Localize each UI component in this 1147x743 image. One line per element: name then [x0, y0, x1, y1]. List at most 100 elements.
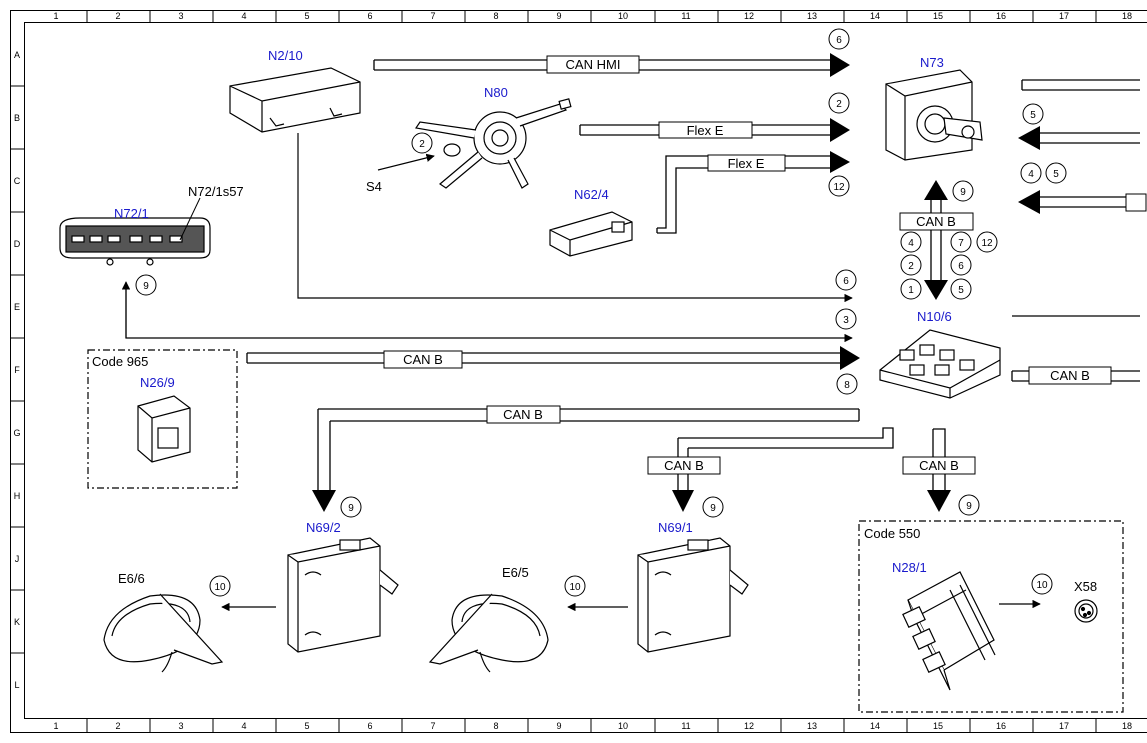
e6-6-label: E6/6: [118, 571, 145, 586]
signal-number: 5: [1053, 169, 1059, 180]
bus-label-can-b: CAN B: [664, 458, 704, 473]
col-label: 8: [493, 721, 498, 731]
grid-row-labels: A B C D E F G H J K L: [13, 50, 20, 690]
col-label: 11: [681, 11, 690, 21]
bus-label-flex-e: Flex E: [687, 123, 724, 138]
col-label: 12: [744, 11, 754, 21]
grid-ticks: [10, 10, 1097, 732]
bus-label-can-b: CAN B: [1050, 368, 1090, 383]
n2-10-module-icon: [229, 67, 361, 133]
signal-number: 9: [966, 501, 972, 512]
col-label: 12: [744, 721, 754, 731]
signal-lines: [121, 133, 1140, 612]
col-label: 11: [681, 721, 690, 731]
signal-number: 9: [348, 503, 354, 514]
n2-10-label: N2/10: [268, 48, 303, 63]
col-label: 16: [996, 11, 1006, 21]
n10-6-sam-module-icon: [879, 329, 1001, 399]
n73-label: N73: [920, 55, 944, 70]
n69-1-label: N69/1: [658, 520, 693, 535]
signal-number: 9: [960, 187, 966, 198]
col-label: 4: [241, 721, 246, 731]
row-label: G: [13, 428, 20, 438]
bus-label-can-b: CAN B: [503, 407, 543, 422]
grid-column-labels-top: 1 2 3 4 5 6 7 8 9 10 11 12 13 14 15 16 1…: [53, 11, 1132, 21]
s4-label: S4: [366, 179, 382, 194]
border-frame: [10, 10, 1147, 733]
col-label: 13: [807, 11, 817, 21]
bus-label-can-hmi: CAN HMI: [566, 57, 621, 72]
bus-label-can-b: CAN B: [916, 214, 956, 229]
col-label: 3: [178, 11, 183, 21]
signal-number: 5: [1030, 110, 1036, 121]
col-label: 3: [178, 721, 183, 731]
row-label: C: [14, 176, 21, 186]
n26-9-module-icon: [137, 395, 191, 463]
signal-circles: [135, 28, 1067, 597]
bus-arrowheads: [312, 53, 1040, 512]
n69-2-label: N69/2: [306, 520, 341, 535]
row-label: F: [14, 365, 20, 375]
n69-2-door-module-icon: [287, 537, 399, 653]
n80-label: N80: [484, 85, 508, 100]
bus-label-can-b: CAN B: [919, 458, 959, 473]
col-label: 5: [304, 721, 309, 731]
signal-number: 6: [836, 35, 842, 46]
n26-9-label: N26/9: [140, 375, 175, 390]
row-label: E: [14, 302, 20, 312]
x58-socket-icon: [1074, 599, 1098, 623]
col-label: 7: [430, 11, 435, 21]
signal-number: 1: [908, 285, 914, 296]
col-label: 16: [996, 721, 1006, 731]
col-label: 10: [618, 11, 628, 21]
n73-ignition-switch-icon: [885, 69, 983, 161]
signal-number: 10: [569, 582, 581, 593]
signal-number: 5: [958, 285, 964, 296]
code-965-label: Code 965: [92, 354, 148, 369]
code-550-label: Code 550: [864, 526, 920, 541]
signal-number: 10: [1036, 580, 1048, 591]
signal-number: 4: [908, 238, 914, 249]
col-label: 13: [807, 721, 817, 731]
col-label: 9: [556, 721, 561, 731]
col-label: 2: [115, 721, 120, 731]
n62-4-module-icon: [549, 211, 633, 257]
signal-number: 9: [143, 281, 149, 292]
signal-number: 6: [843, 276, 849, 287]
signal-number: 2: [419, 139, 425, 150]
signal-number: 10: [214, 582, 226, 593]
signal-number: 7: [958, 238, 964, 249]
n72-1-label: N72/1: [114, 206, 149, 221]
col-label: 2: [115, 11, 120, 21]
signal-number: 2: [836, 99, 842, 110]
n69-1-door-module-icon: [637, 537, 749, 653]
row-label: K: [14, 617, 20, 627]
x58-label: X58: [1074, 579, 1097, 594]
col-label: 6: [367, 721, 372, 731]
col-label: 17: [1059, 721, 1069, 731]
col-label: 5: [304, 11, 309, 21]
col-label: 10: [618, 721, 628, 731]
signal-number: 3: [843, 315, 849, 326]
row-label: L: [14, 680, 19, 690]
signal-number: 4: [1028, 169, 1034, 180]
bus-label-can-b: CAN B: [403, 352, 443, 367]
bus-label-flex-e: Flex E: [728, 156, 765, 171]
row-label: H: [14, 491, 21, 501]
e6-5-mirror-icon: [428, 593, 549, 673]
col-label: 14: [870, 721, 880, 731]
signal-number: 2: [908, 261, 914, 272]
n28-1-trailer-module-icon: [902, 571, 996, 691]
n80-steering-switch-icon: [414, 98, 572, 189]
col-label: 14: [870, 11, 880, 21]
signal-number: 6: [958, 261, 964, 272]
n28-1-label: N28/1: [892, 560, 927, 575]
e6-6-mirror-icon: [103, 593, 224, 673]
bus-label-boxes: [383, 55, 1147, 475]
signal-number: 12: [981, 238, 993, 249]
signal-number: 8: [844, 380, 850, 391]
row-label: A: [14, 50, 20, 60]
col-label: 15: [933, 721, 943, 731]
col-label: 18: [1122, 11, 1132, 21]
col-label: 17: [1059, 11, 1069, 21]
